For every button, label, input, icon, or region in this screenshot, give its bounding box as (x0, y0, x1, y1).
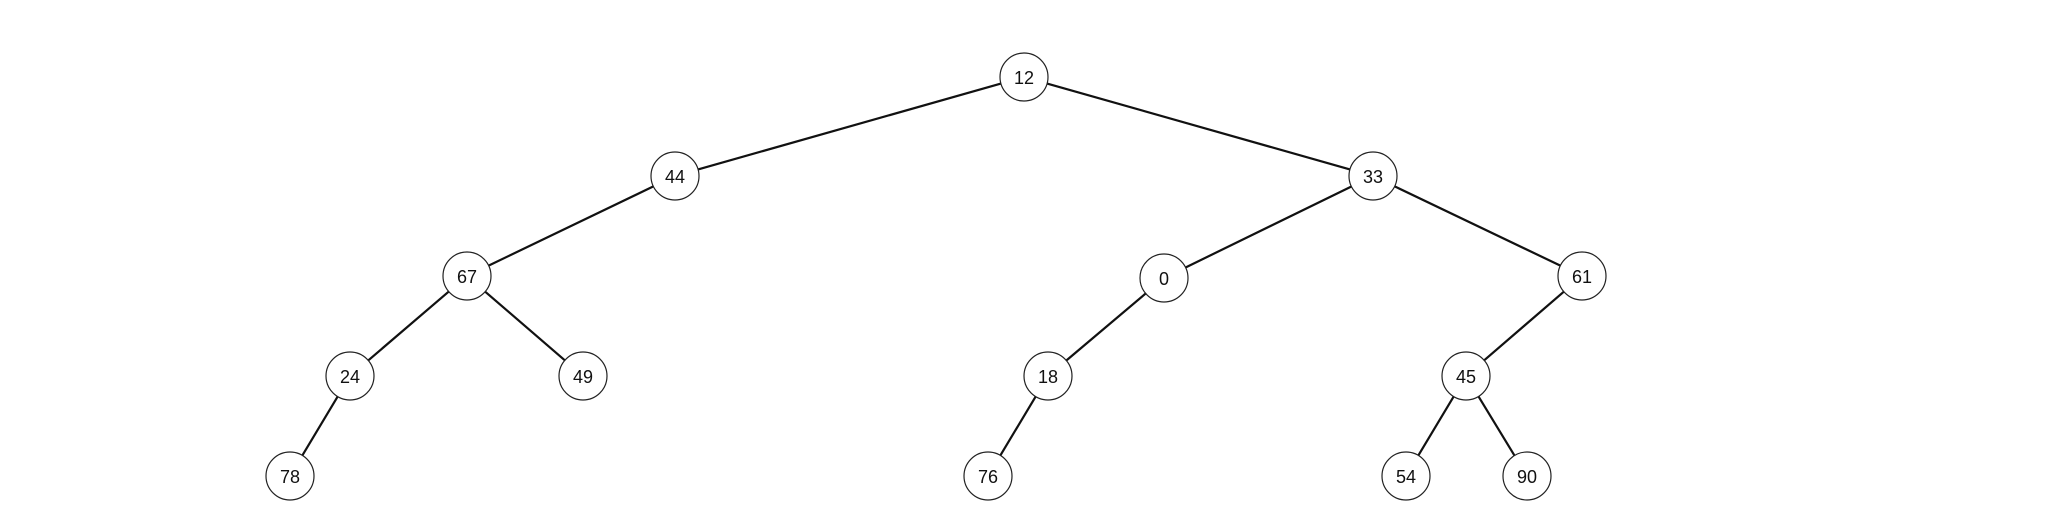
node-label: 0 (1159, 269, 1169, 289)
node-label: 18 (1038, 367, 1058, 387)
tree-nodes: 12 44 33 67 0 61 24 49 18 45 78 76 54 90 (265, 52, 1607, 501)
tree-node-0: 0 (1139, 253, 1189, 303)
node-circle (442, 251, 492, 301)
tree-node-12: 12 (999, 52, 1049, 102)
edge-67-24 (367, 290, 450, 362)
tree-node-24: 24 (325, 351, 375, 401)
edge-33-0 (1184, 185, 1353, 269)
node-label: 45 (1456, 367, 1476, 387)
node-circle (963, 451, 1013, 501)
tree-edges (301, 82, 1565, 457)
edge-24-78 (301, 395, 339, 457)
edge-0-18 (1065, 292, 1147, 362)
node-circle (265, 451, 315, 501)
tree-node-61: 61 (1557, 251, 1607, 301)
node-circle (1023, 351, 1073, 401)
node-label: 67 (457, 267, 477, 287)
tree-node-67: 67 (442, 251, 492, 301)
tree-node-44: 44 (650, 151, 700, 201)
tree-node-54: 54 (1381, 451, 1431, 501)
node-label: 54 (1396, 467, 1416, 487)
tree-node-45: 45 (1441, 351, 1491, 401)
node-circle (325, 351, 375, 401)
node-label: 33 (1363, 167, 1383, 187)
node-label: 24 (340, 367, 360, 387)
node-label: 78 (280, 467, 300, 487)
node-circle (999, 52, 1049, 102)
node-label: 76 (978, 467, 998, 487)
edge-44-67 (487, 185, 655, 267)
tree-node-18: 18 (1023, 351, 1073, 401)
tree-node-49: 49 (558, 351, 608, 401)
node-label: 12 (1014, 68, 1034, 88)
node-circle (1441, 351, 1491, 401)
node-circle (1139, 253, 1189, 303)
edge-12-44 (696, 82, 1003, 171)
tree-node-78: 78 (265, 451, 315, 501)
node-circle (1381, 451, 1431, 501)
edge-61-45 (1483, 290, 1565, 362)
node-circle (1348, 151, 1398, 201)
node-label: 90 (1517, 467, 1537, 487)
node-circle (650, 151, 700, 201)
tree-node-76: 76 (963, 451, 1013, 501)
edge-67-49 (484, 290, 566, 362)
tree-node-90: 90 (1502, 451, 1552, 501)
node-circle (1557, 251, 1607, 301)
node-circle (1502, 451, 1552, 501)
node-circle (558, 351, 608, 401)
edge-12-33 (1045, 82, 1352, 171)
tree-node-33: 33 (1348, 151, 1398, 201)
edge-18-76 (999, 395, 1037, 457)
edge-33-61 (1393, 185, 1562, 267)
node-label: 49 (573, 367, 593, 387)
edge-45-54 (1417, 395, 1455, 457)
node-label: 61 (1572, 267, 1592, 287)
edge-45-90 (1477, 395, 1516, 457)
node-label: 44 (665, 167, 685, 187)
